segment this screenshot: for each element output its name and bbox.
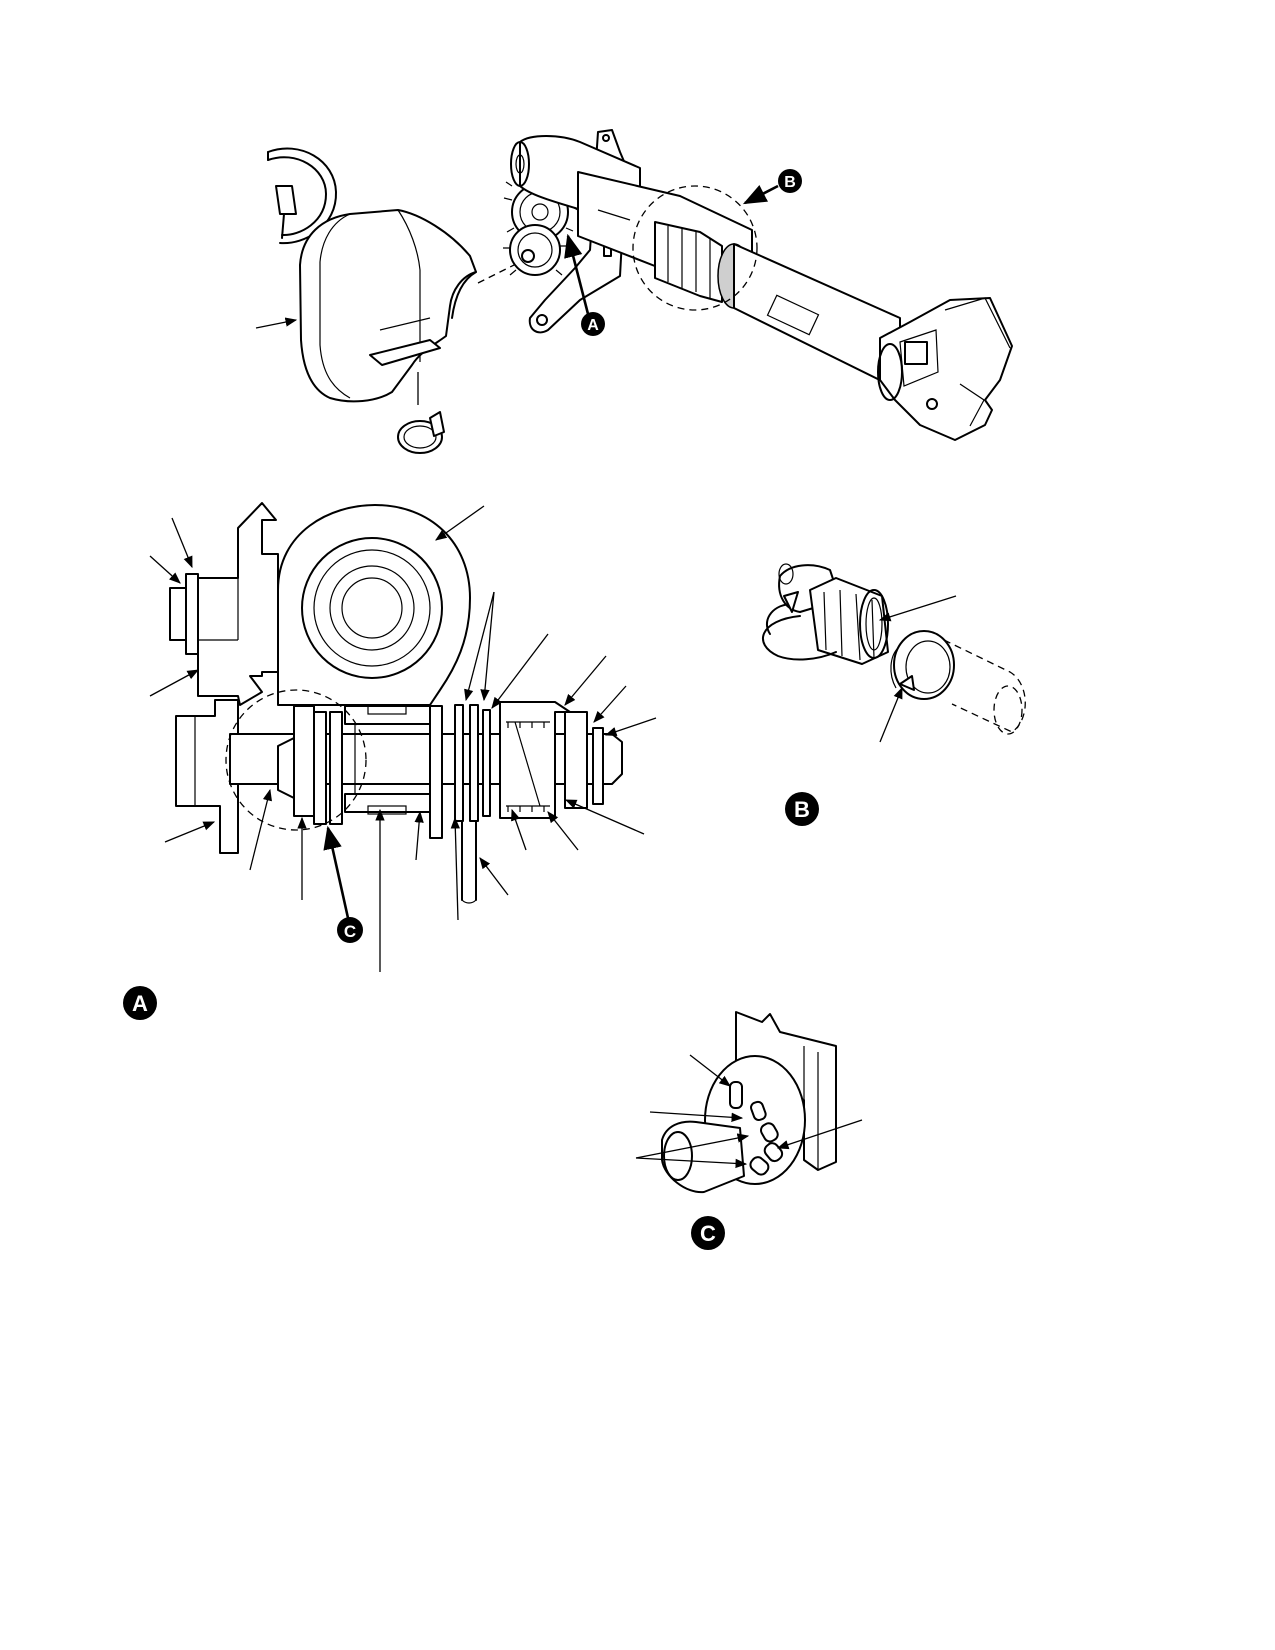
svg-text:C: C bbox=[344, 922, 356, 941]
callout-c-inline: C bbox=[337, 917, 363, 943]
callout-b-top: B bbox=[778, 169, 802, 193]
detail-b-indicator bbox=[632, 185, 758, 311]
svg-text:B: B bbox=[794, 797, 810, 822]
svg-text:A: A bbox=[132, 991, 148, 1016]
cable-tie-upper bbox=[267, 147, 338, 245]
detail-a-label: A bbox=[123, 986, 157, 1020]
detail-c-label: C bbox=[691, 1216, 725, 1250]
cable-tie-lower bbox=[397, 411, 445, 454]
roller-shaft-assembly bbox=[510, 135, 1013, 441]
callout-a-top: A bbox=[581, 312, 605, 336]
svg-text:C: C bbox=[700, 1221, 716, 1246]
svg-text:B: B bbox=[784, 174, 796, 191]
detail-b-view bbox=[762, 563, 1026, 743]
gear-cover bbox=[299, 209, 477, 403]
svg-text:A: A bbox=[587, 317, 599, 334]
exploded-assembly-view: A B bbox=[255, 129, 1013, 454]
detail-b-label: B bbox=[785, 792, 819, 826]
detail-a-cross-section: C bbox=[149, 502, 657, 972]
detail-c-view bbox=[635, 1011, 863, 1194]
detail-c-indicator bbox=[225, 689, 367, 831]
